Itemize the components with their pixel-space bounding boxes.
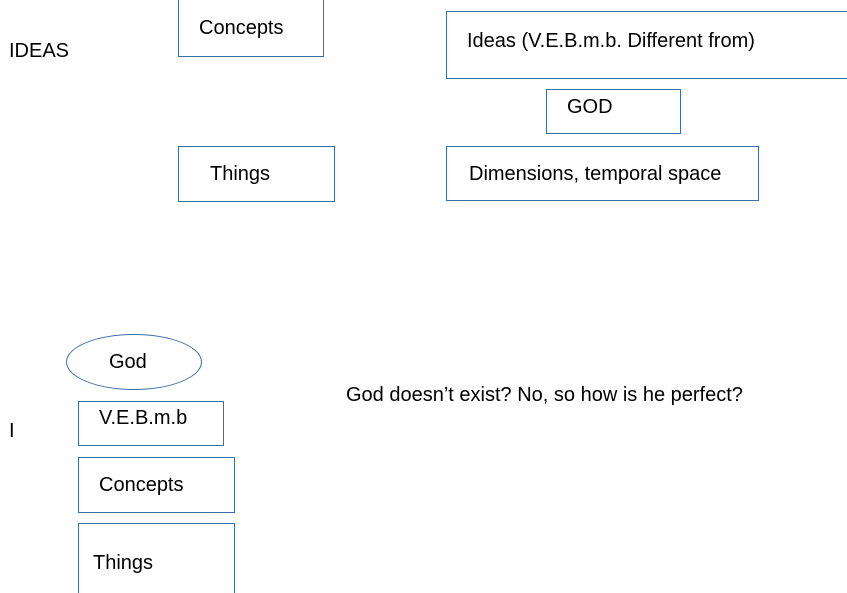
concepts-label: Concepts <box>199 17 284 39</box>
bottom-concepts-label: Concepts <box>99 474 184 496</box>
dimensions-label: Dimensions, temporal space <box>469 163 722 185</box>
ideas-heading: IDEAS <box>9 40 70 62</box>
question-text: God doesn’t exist? No, so how is he perf… <box>346 384 743 406</box>
god-oval-label: God <box>109 351 147 373</box>
things-label: Things <box>210 163 271 185</box>
vebmb-box: V.E.B.m.b <box>78 401 224 446</box>
vebmb-label: V.E.B.m.b <box>99 407 188 429</box>
i-heading: I <box>9 420 15 442</box>
bottom-things-label: Things <box>93 552 154 574</box>
concepts-box: Concepts <box>178 0 324 57</box>
god-oval: God <box>66 334 202 390</box>
ideas-note-box: Ideas (V.E.B.m.b. Different from) <box>446 11 847 79</box>
things-box: Things <box>178 146 335 202</box>
god-box: GOD <box>546 89 681 134</box>
dimensions-box: Dimensions, temporal space <box>446 146 759 201</box>
bottom-things-box: Things <box>78 523 235 593</box>
bottom-concepts-box: Concepts <box>78 457 235 513</box>
ideas-note-label: Ideas (V.E.B.m.b. Different from) <box>467 30 755 52</box>
god-label: GOD <box>567 96 613 118</box>
